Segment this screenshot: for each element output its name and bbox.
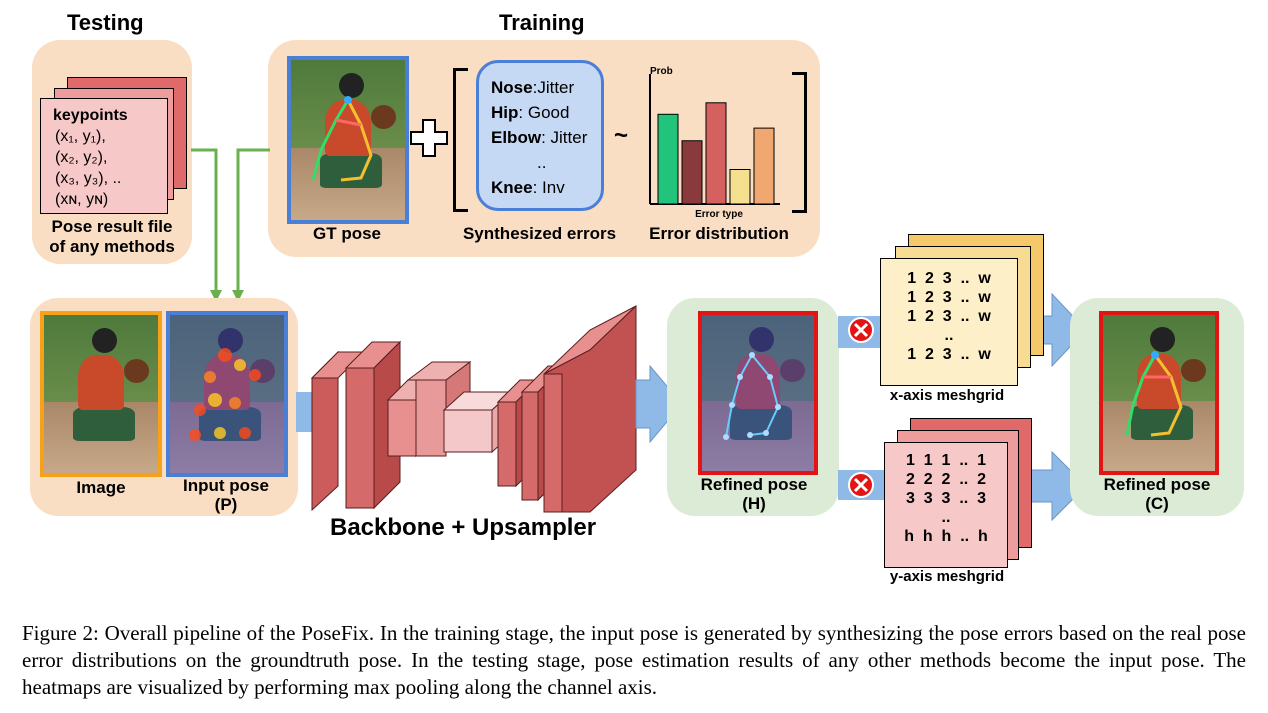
input-image [40,311,162,477]
error-row-hip: Hip: Good [491,103,570,122]
y-meshgrid-row: h h h .. h [904,528,988,545]
right-bracket [792,72,807,213]
keypoint-line: (xɴ, yɴ) [55,191,109,208]
error-bar-4 [729,169,751,205]
x-meshgrid-row: 1 2 3 .. w [907,270,991,287]
error-distribution-chart: Prob Error type [649,66,780,220]
x-meshgrid-label: x-axis meshgrid [889,387,1005,404]
heatmap-blobs [189,348,261,441]
refined-c-label: Refined pose (C) [1082,475,1232,513]
error-bar-5 [753,127,775,205]
chart-ylabel: Prob [650,66,673,77]
keypoint-line: (x₃, y₃), .. [55,170,122,187]
error-row-elbow: Elbow: Jitter [491,128,588,147]
backbone-label: Backbone + Upsampler [330,514,597,541]
y-meshgrid-row: .. [941,509,951,526]
refined-h-label-line1: Refined pose [700,475,808,494]
refined-h-heatmap [698,311,818,475]
multiply-icon [848,472,874,498]
y-meshgrid-row: 1 1 1 .. 1 [905,452,987,469]
synthesized-errors-box: Nose:Jitter Hip: Good Elbow: Jitter .. K… [476,60,604,211]
backbone-output-arrow [635,364,683,444]
testing-header: Testing [67,10,144,35]
synthesized-errors-label: Synthesized errors [462,224,617,243]
gt-pose-image [287,56,409,224]
error-row-nose: Nose:Jitter [491,78,575,97]
keypoints-file-card: keypoints (x₁, y₁), (x₂, y₂), (x₃, y₃), … [40,98,168,214]
refined-h-label: Refined pose (H) [680,475,828,513]
error-row-ellipsis: .. [537,153,547,172]
heatmap-overlay [702,315,814,471]
pose-result-label-line2: of any methods [49,237,175,256]
keypoint-line: (x₂, y₂), [55,149,108,166]
encoder-block-2 [344,340,402,510]
x-meshgrid-row: 1 2 3 .. w [907,346,991,363]
x-meshgrid-row: 1 2 3 .. w [907,308,991,325]
y-meshgrid-label: y-axis meshgrid [889,568,1005,585]
refined-c-label-line2: (C) [1145,494,1169,513]
tilde-symbol: ~ [614,122,629,149]
x-meshgrid-row: 1 2 3 .. w [907,289,991,306]
heatmap-overlay [170,315,284,473]
input-pose-heatmap [166,311,288,477]
multiply-icon [848,317,874,343]
y-meshgrid-row: 3 3 3 .. 3 [905,490,987,507]
gt-pose-label: GT pose [312,224,381,243]
refined-h-skeleton [723,352,781,440]
error-bar-3 [705,102,727,205]
error-distribution-label: Error distribution [649,224,789,243]
plus-icon [410,119,448,157]
input-pose-label-line2: (P) [214,495,238,514]
refined-c-image [1099,311,1219,475]
input-pose-label-line1: Input pose [183,476,269,495]
training-header: Training [499,10,585,35]
pose-result-label: Pose result file of any methods [32,217,192,257]
error-bar-1 [657,113,679,205]
chart-xlabel: Error type [695,209,743,220]
figure-caption: Figure 2: Overall pipeline of the PoseFi… [22,621,1246,699]
decoder-block-3 [543,304,637,513]
left-bracket [453,68,468,212]
input-arrow [296,392,312,432]
refined-h-label-line2: (H) [742,494,766,513]
image-label: Image [76,478,126,497]
input-pose-label: Input pose (P) [160,476,292,514]
keypoint-line: (x₁, y₁), [55,128,106,145]
refined-c-skeleton [1125,351,1183,437]
skeleton-overlay [311,96,373,182]
pose-result-label-line1: Pose result file [51,217,173,236]
arrow-y-to-refined-c [1029,450,1087,522]
encoder-block-3 [386,361,472,458]
x-meshgrid-card: 1 2 3 .. w 1 2 3 .. w 1 2 3 .. w .. 1 2 … [880,258,1018,386]
keypoints-title: keypoints [53,107,128,124]
y-meshgrid-row: 2 2 2 .. 2 [905,471,987,488]
y-meshgrid-card: 1 1 1 .. 1 2 2 2 .. 2 3 3 3 .. 3 .. h h … [884,442,1008,568]
error-bar-2 [681,140,703,205]
refined-c-label-line1: Refined pose [1103,475,1211,494]
x-meshgrid-row: .. [944,327,954,344]
error-row-knee: Knee: Inv [491,178,565,197]
